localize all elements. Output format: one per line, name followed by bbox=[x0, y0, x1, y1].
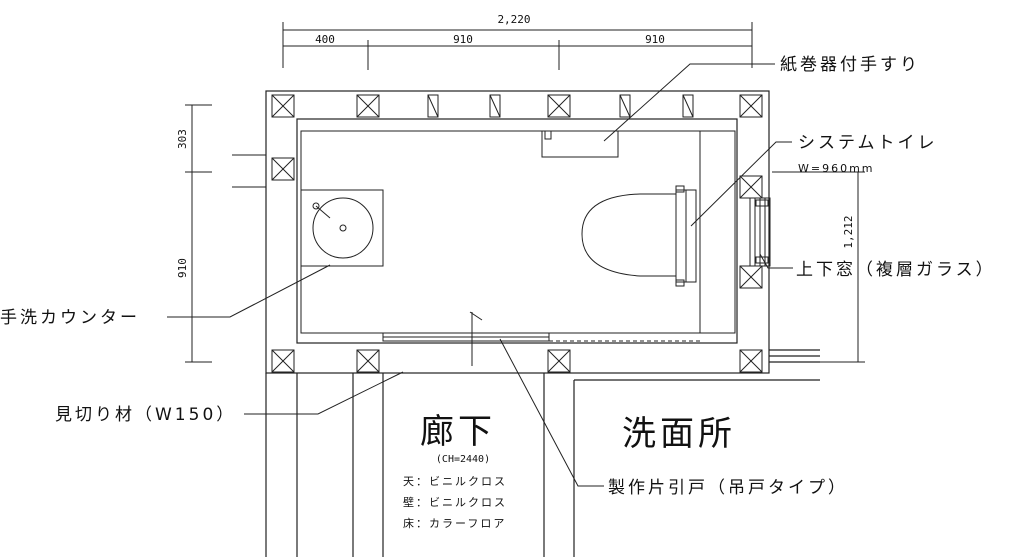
window bbox=[749, 197, 771, 267]
label-system-toilet: システムトイレ bbox=[798, 133, 938, 153]
corridor-finish-floor: 床：カラーフロア bbox=[403, 516, 506, 530]
dim-seg1: 400 bbox=[315, 33, 335, 46]
label-threshold: 見切り材（W150） bbox=[55, 405, 236, 425]
left-dimensions bbox=[185, 104, 266, 363]
corridor-finish-ceiling: 天：ビニルクロス bbox=[403, 475, 507, 488]
dim-seg2: 910 bbox=[453, 33, 473, 46]
sliding-door bbox=[382, 311, 700, 366]
room-corridor-name: 廊下 bbox=[420, 412, 496, 452]
paper-holder bbox=[541, 130, 619, 158]
toilet-fixture bbox=[581, 185, 697, 287]
corridor-finish-wall: 壁：ビニルクロス bbox=[403, 495, 507, 509]
leader-lines bbox=[167, 63, 793, 487]
label-sink-counter: 手洗カウンター bbox=[0, 308, 140, 328]
dim-right: 1,212 bbox=[842, 215, 855, 248]
toilet-walls bbox=[265, 90, 770, 374]
label-window: 上下窓（複層ガラス） bbox=[796, 260, 996, 280]
dim-left-upper: 303 bbox=[176, 129, 189, 149]
room-washroom-name: 洗面所 bbox=[622, 414, 736, 454]
dim-left-lower: 910 bbox=[176, 258, 189, 278]
wall-posts bbox=[271, 94, 763, 373]
label-sliding-door: 製作片引戸（吊戸タイプ） bbox=[608, 478, 848, 498]
interior-lines bbox=[300, 130, 736, 334]
top-dimensions bbox=[282, 22, 753, 70]
dim-seg3: 910 bbox=[645, 33, 665, 46]
label-toilet-width: W=960mm bbox=[798, 162, 875, 175]
dim-total: 2,220 bbox=[497, 13, 530, 26]
room-corridor-ch: (CH=2440) bbox=[436, 454, 490, 465]
lower-walls bbox=[265, 349, 820, 557]
right-dimensions bbox=[772, 171, 865, 363]
label-paper-holder: 紙巻器付手すり bbox=[780, 55, 920, 75]
sink-counter bbox=[300, 189, 384, 267]
